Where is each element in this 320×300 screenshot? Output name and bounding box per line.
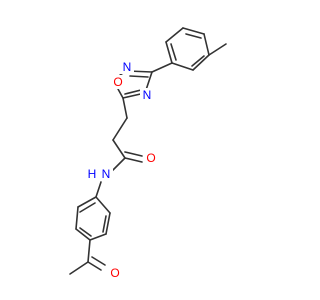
bond [203,33,210,56]
atom-label-ketone-o: O [110,266,119,280]
bond [69,261,89,275]
bond [171,62,194,71]
bond [87,239,91,263]
bond [112,139,126,159]
atom-label-amide-n: N [102,167,111,181]
bond [75,206,79,230]
bond [185,33,202,39]
bond [112,117,128,141]
bond [151,62,173,73]
atom-label-oxadiazole-n2: N [123,60,132,74]
bond [124,157,143,163]
atom-label-amide-o: O [146,151,155,165]
bond [105,212,111,235]
bond [95,196,111,214]
bond [87,261,102,271]
bond [77,196,97,208]
bond [208,43,227,56]
bond [122,97,128,119]
bond-layer [69,27,227,275]
atom-label-layer: O N N O H N O [86,60,158,280]
bond [91,256,106,266]
bond [89,233,107,241]
bond [191,55,205,67]
bond [170,43,177,61]
bond [95,181,102,198]
bond [129,75,149,78]
bond [124,89,142,95]
bond [117,88,124,99]
atom-label-oxadiazole-o: O [113,75,122,89]
bond [165,41,173,64]
bond [79,202,96,213]
molecule-structure: O N N O H N O [69,27,227,280]
bond [75,228,91,241]
bond [182,27,205,35]
bond [79,227,92,237]
atom-label-amide-h: H [88,167,97,181]
bond [124,151,143,157]
atom-label-oxadiazole-n4: N [143,88,152,102]
bond [102,215,107,233]
bond [110,157,126,173]
bond [192,54,210,71]
bond [165,27,184,43]
